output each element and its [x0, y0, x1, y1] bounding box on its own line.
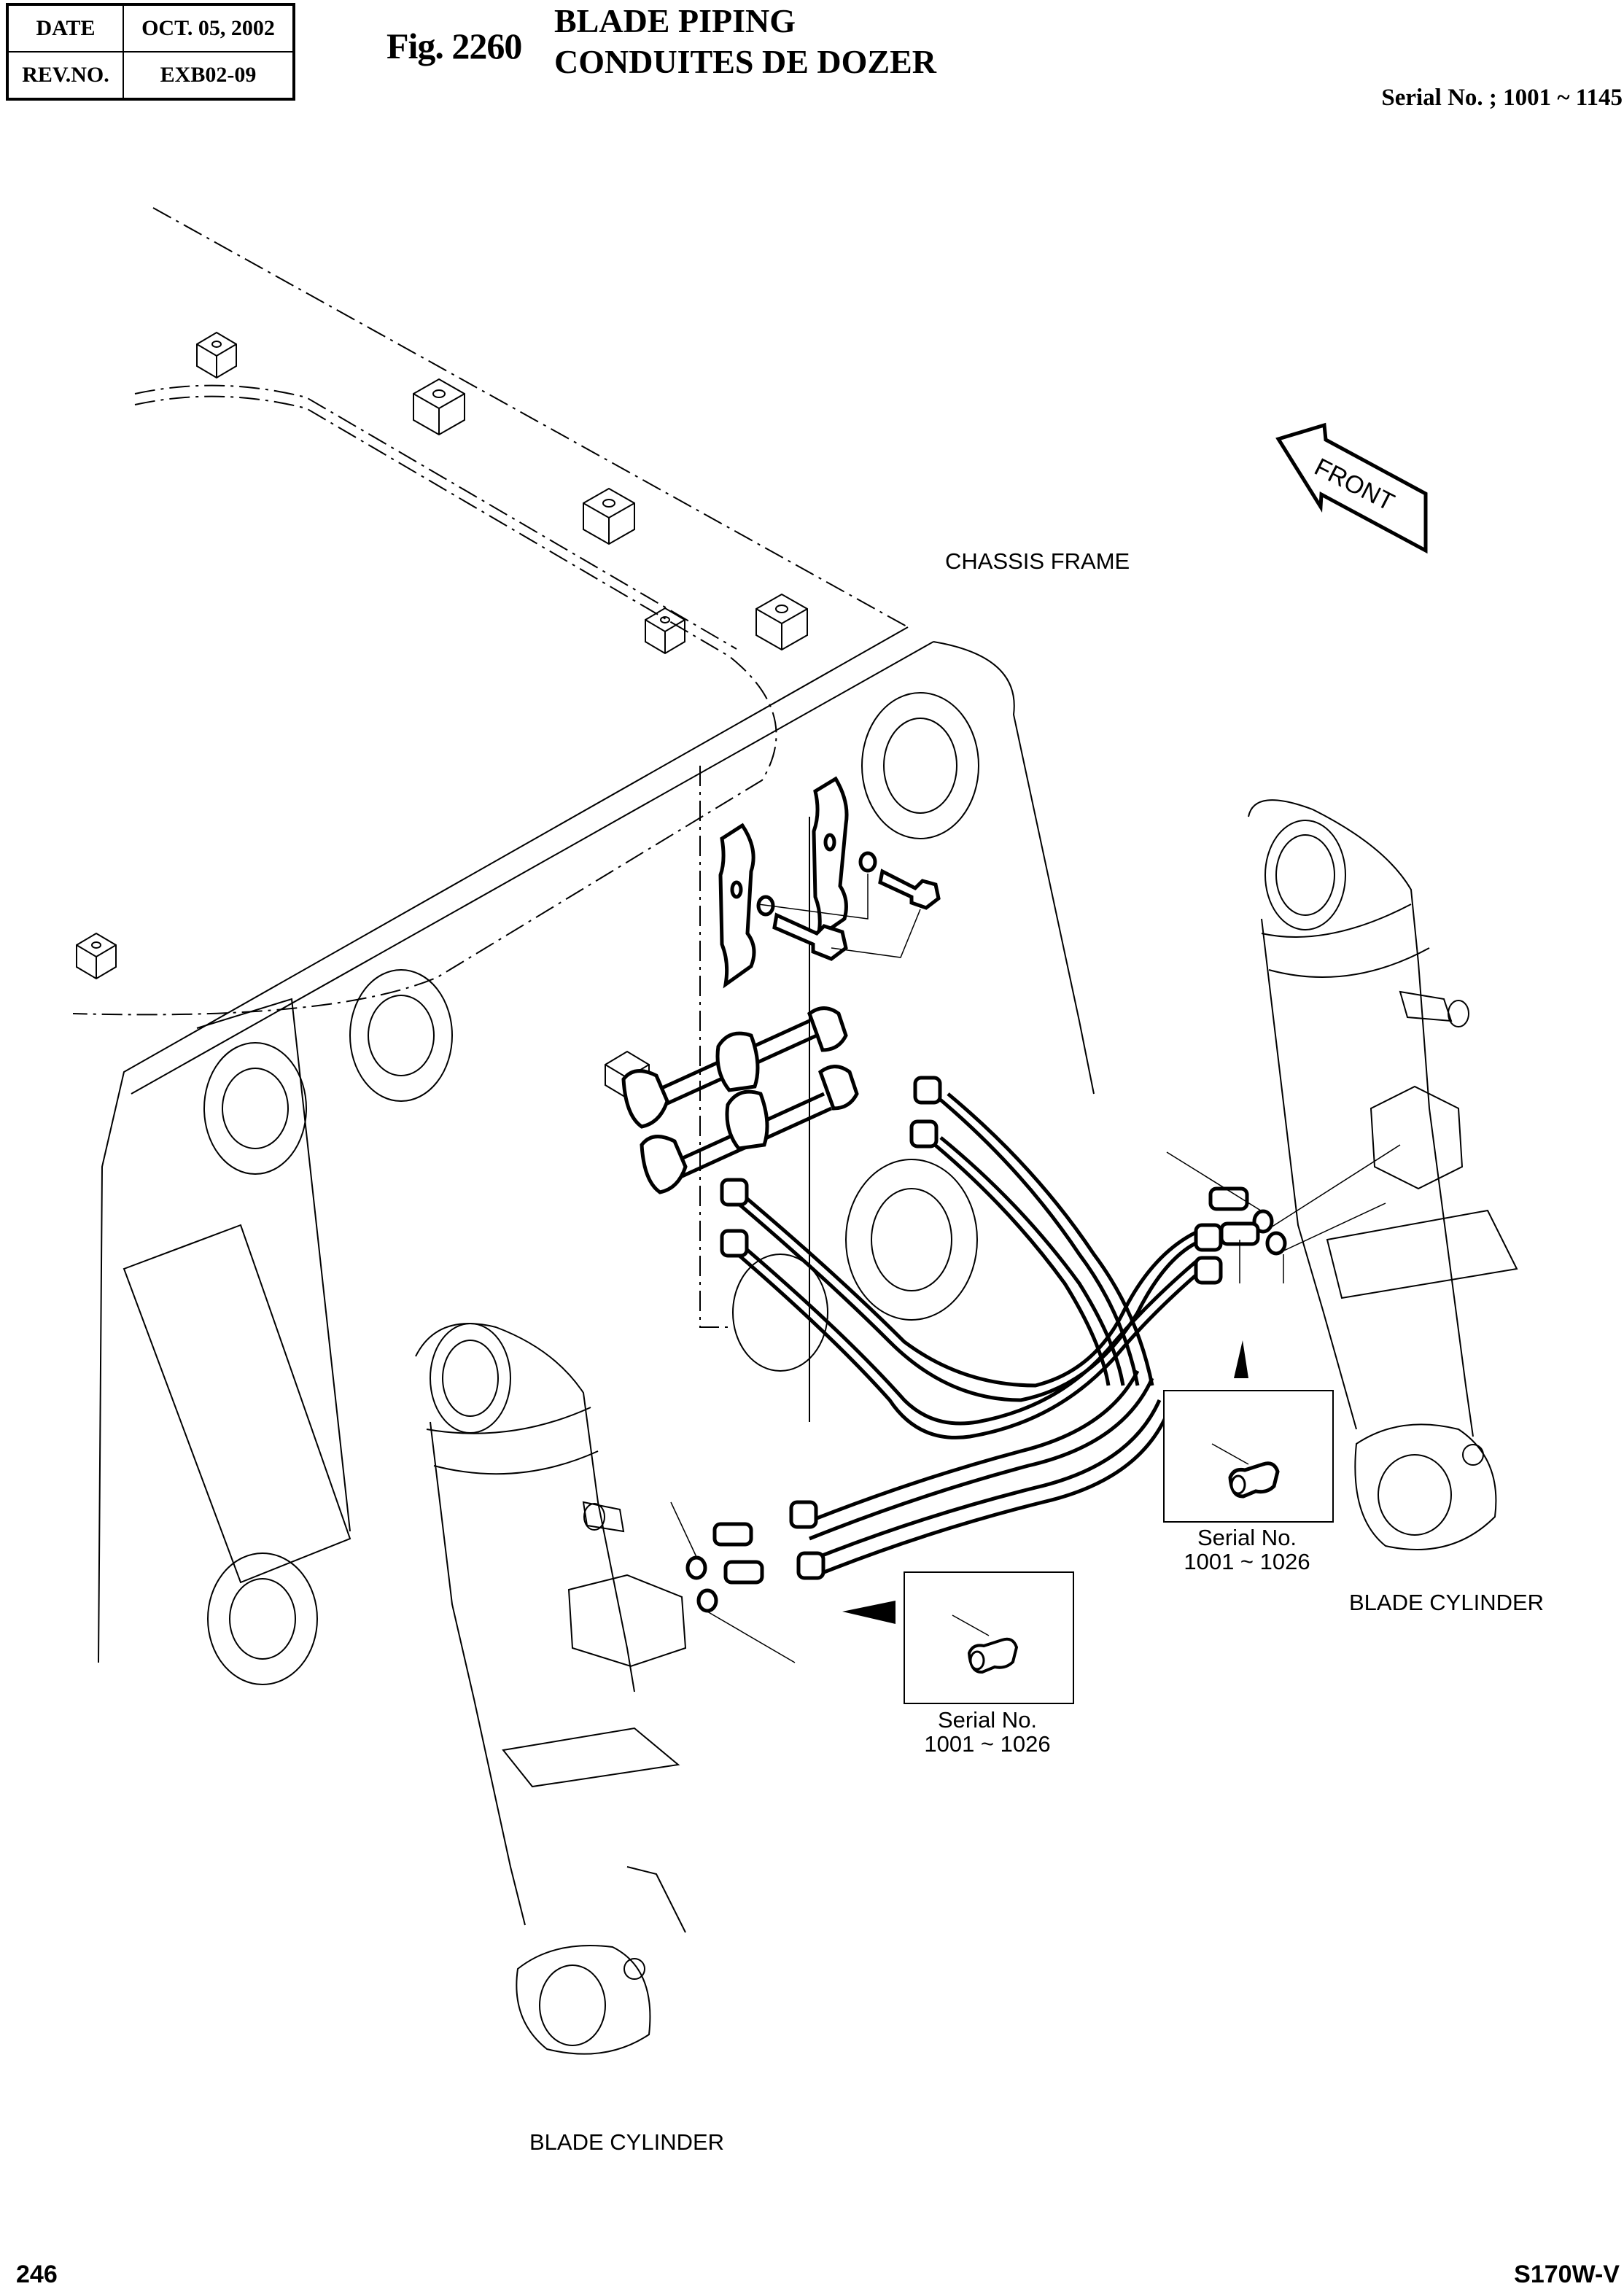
- washer-icon: [858, 851, 877, 873]
- o-ring-icon: [1265, 1231, 1287, 1256]
- inset-note-line2: 1001 ~ 1026: [924, 1731, 1051, 1757]
- date-row: DATE OCT. 05, 2002: [7, 4, 295, 53]
- bolt-icon: [772, 912, 848, 961]
- blade-cylinder-left-label: BLADE CYLINDER: [529, 2129, 725, 2155]
- hydraulic-hoses: [720, 1076, 1223, 1580]
- pointer-triangle-up-icon: [1234, 1340, 1248, 1378]
- pointer-triangle-left-icon: [842, 1601, 895, 1624]
- blade-cylinder-right: [1248, 799, 1518, 1550]
- figure-title-english: BLADE PIPING: [554, 2, 796, 39]
- page-number: 246: [16, 2261, 58, 2288]
- fittings-and-orings: [670, 1144, 1401, 1663]
- inset-note-line1: Serial No.: [937, 1707, 1038, 1733]
- chassis-frame: [72, 207, 1095, 1685]
- serial-range: Serial No. ; 1001 ~ 1145: [1381, 85, 1623, 111]
- date-label: DATE: [7, 4, 124, 53]
- front-arrow-label: FRONT: [1310, 453, 1399, 516]
- adapter-fitting-icon: [1211, 1443, 1280, 1499]
- revision-label: REV.NO.: [7, 51, 124, 100]
- blade-cylinder-left: [415, 1323, 687, 2055]
- revision-value: EXB02-09: [123, 51, 295, 100]
- figure-title-french: CONDUITES DE DOZER: [554, 43, 936, 80]
- o-ring-icon: [696, 1588, 718, 1613]
- inset-box-upper-right: [1163, 1390, 1334, 1523]
- inset-note-line2: 1001 ~ 1026: [1184, 1549, 1310, 1574]
- inset-box-lower-left: [904, 1571, 1074, 1704]
- front-arrow-icon: FRONT: [1275, 422, 1428, 554]
- inset-note-line1: Serial No.: [1197, 1525, 1297, 1550]
- o-ring-icon: [685, 1555, 707, 1580]
- bolt-icon: [878, 868, 941, 910]
- blade-cylinder-right-label: BLADE CYLINDER: [1349, 1590, 1545, 1615]
- revision-table: DATE OCT. 05, 2002 REV.NO. EXB02-09: [6, 3, 295, 101]
- adapter-fitting-icon: [952, 1614, 1019, 1674]
- inset-note-lower-left: Serial No. 1001 ~ 1026: [878, 1708, 1097, 1756]
- model-number: S170W-V: [1514, 2261, 1620, 2288]
- inset-note-upper-right: Serial No. 1001 ~ 1026: [1138, 1526, 1356, 1574]
- frame-mounting-blocks: [76, 331, 808, 1100]
- pipe-clamps: [718, 776, 941, 989]
- chassis-frame-label: CHASSIS FRAME: [945, 548, 1130, 574]
- figure-number: Fig. 2260: [386, 26, 522, 66]
- date-value: OCT. 05, 2002: [123, 4, 295, 53]
- revision-row: REV.NO. EXB02-09: [7, 51, 295, 100]
- steel-pipes: [621, 1006, 859, 1194]
